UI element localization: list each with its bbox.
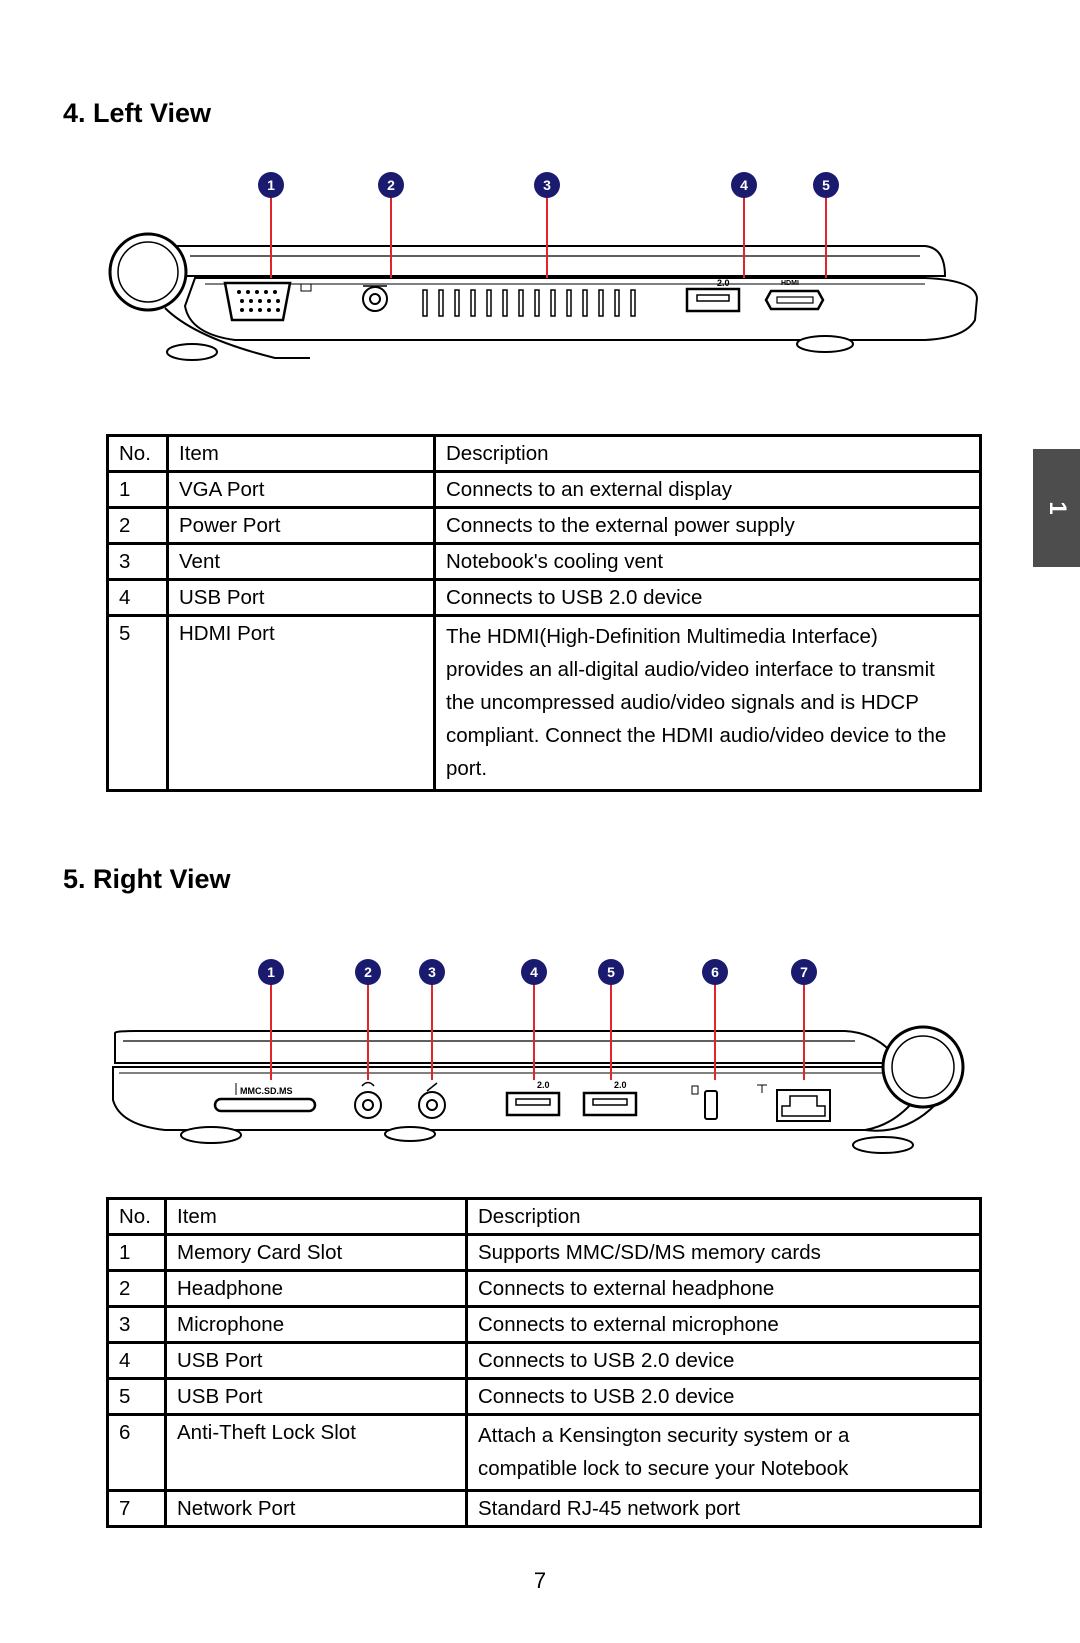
row-no: 4 [106,578,169,617]
svg-text:3: 3 [428,964,436,980]
left-callout-3: 3 [534,172,560,198]
row-description: Standard RJ-45 network port [465,1489,982,1528]
row-item: Memory Card Slot [164,1233,468,1272]
row-no: 7 [106,1489,167,1528]
left-hdmi-label: HDMI [781,280,799,287]
table-row: 4 USB Port Connects to USB 2.0 device [106,578,982,617]
left-view-heading: 4. Left View [63,98,212,128]
table-row: 3 Vent Notebook's cooling vent [106,542,982,581]
svg-text:5: 5 [607,964,615,980]
table-row: 2 Headphone Connects to external headpho… [106,1269,982,1308]
row-description: Attach a Kensington security system or a… [465,1413,982,1492]
row-description: Connects to external microphone [465,1305,982,1344]
right-callout-7: 7 [791,959,817,985]
right-callout-3: 3 [419,959,445,985]
row-item: Power Port [166,506,436,545]
table-row: 7 Network Port Standard RJ-45 network po… [106,1489,982,1528]
chapter-number: 1 [1043,501,1071,515]
table-row: 1 VGA Port Connects to an external displ… [106,470,982,509]
row-description: Connects to an external display [433,470,982,509]
svg-text:2: 2 [364,964,372,980]
table-row: 5 USB Port Connects to USB 2.0 device [106,1377,982,1416]
svg-text:4: 4 [530,964,538,980]
row-item: Microphone [164,1305,468,1344]
row-item: USB Port [164,1377,468,1416]
table-row: 4 USB Port Connects to USB 2.0 device [106,1341,982,1380]
svg-text:4: 4 [740,177,748,193]
right-callout-5: 5 [598,959,624,985]
row-no: 4 [106,1341,167,1380]
row-no: 3 [106,1305,167,1344]
header-no: No. [106,434,169,473]
row-description: Connects to the external power supply [433,506,982,545]
page-number: 7 [533,1568,547,1593]
row-description: Connects to USB 2.0 device [465,1377,982,1416]
header-description: Description [433,434,982,473]
row-no: 3 [106,542,169,581]
row-no: 1 [106,1233,167,1272]
row-description: Notebook's cooling vent [433,542,982,581]
right-usb2-label: 2.0 [614,1080,627,1090]
svg-text:1: 1 [267,177,275,193]
header-no: No. [106,1197,167,1236]
row-item: USB Port [164,1341,468,1380]
right-view-table: No. Item Description 1 Memory Card Slot … [106,1197,982,1528]
chapter-tab: 1 [1033,449,1080,567]
table-row: 2 Power Port Connects to the external po… [106,506,982,545]
row-description: The HDMI(High-Definition Multimedia Inte… [433,614,982,792]
row-description: Connects to external headphone [465,1269,982,1308]
svg-text:7: 7 [800,964,808,980]
table-row: 6 Anti-Theft Lock Slot Attach a Kensingt… [106,1413,982,1492]
row-item: Vent [166,542,436,581]
header-description: Description [465,1197,982,1236]
right-view-figure: MMC.SD.MS 2.0 2.0 1 2 3 4 5 6 7 [105,955,985,1165]
right-callout-1: 1 [258,959,284,985]
table-header-row: No. Item Description [106,434,982,473]
row-description: Connects to USB 2.0 device [465,1341,982,1380]
table-row: 3 Microphone Connects to external microp… [106,1305,982,1344]
row-item: Network Port [164,1489,468,1528]
row-no: 6 [106,1413,167,1492]
card-slot-label: MMC.SD.MS [240,1086,293,1096]
table-header-row: No. Item Description [106,1197,982,1236]
row-item: Headphone [164,1269,468,1308]
svg-text:3: 3 [543,177,551,193]
table-row: 5 HDMI Port The HDMI(High-Definition Mul… [106,614,982,792]
left-callout-2: 2 [378,172,404,198]
row-no: 2 [106,1269,167,1308]
row-item: Anti-Theft Lock Slot [164,1413,468,1492]
right-callout-2: 2 [355,959,381,985]
right-usb1-label: 2.0 [537,1080,550,1090]
left-view-figure: 2.0 HDMI 1 2 3 4 5 [105,168,985,378]
svg-text:2: 2 [387,177,395,193]
table-row: 1 Memory Card Slot Supports MMC/SD/MS me… [106,1233,982,1272]
left-callout-1: 1 [258,172,284,198]
left-usb-label: 2.0 [717,278,730,288]
header-item: Item [166,434,436,473]
vga-port-shape [223,281,292,322]
row-no: 5 [106,614,169,792]
left-callout-5: 5 [813,172,839,198]
row-item: VGA Port [166,470,436,509]
svg-text:1: 1 [267,964,275,980]
svg-text:5: 5 [822,177,830,193]
row-no: 2 [106,506,169,545]
right-callout-4: 4 [521,959,547,985]
right-callout-6: 6 [702,959,728,985]
row-no: 5 [106,1377,167,1416]
left-callout-4: 4 [731,172,757,198]
row-item: HDMI Port [166,614,436,792]
left-view-table: No. Item Description 1 VGA Port Connects… [106,434,982,792]
header-item: Item [164,1197,468,1236]
row-description: Connects to USB 2.0 device [433,578,982,617]
right-view-heading: 5. Right View [63,864,231,894]
svg-text:6: 6 [711,964,719,980]
row-description: Supports MMC/SD/MS memory cards [465,1233,982,1272]
row-item: USB Port [166,578,436,617]
row-no: 1 [106,470,169,509]
